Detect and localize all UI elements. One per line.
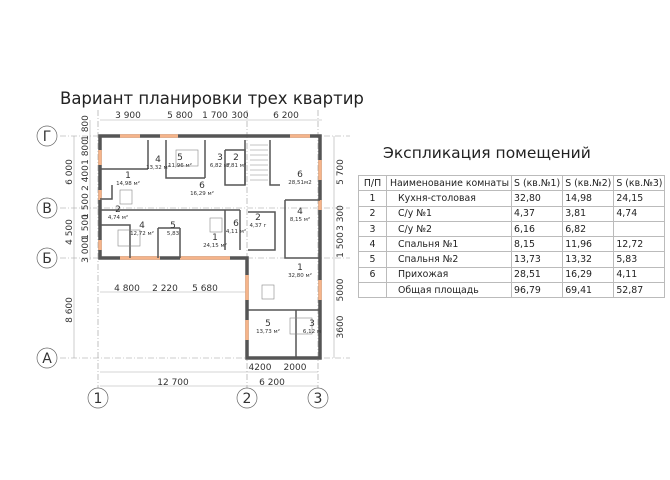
room-area: 28,51м2 xyxy=(288,180,311,186)
dimension-label: 5 680 xyxy=(192,284,218,294)
dimension-label: 4 800 xyxy=(114,284,140,294)
axis-bubble xyxy=(36,197,58,219)
room-area: 12,72 м² xyxy=(130,230,154,237)
dimension-label: 3 300 xyxy=(336,205,346,231)
room-number: 5 xyxy=(170,221,176,231)
dining-table xyxy=(261,284,275,300)
dining-table xyxy=(209,217,223,233)
room-area: 32,80 м² xyxy=(288,272,312,279)
room-area: 8,15 м² xyxy=(290,216,310,223)
room-number: 6 xyxy=(297,170,303,180)
dimension-label: 6 000 xyxy=(65,159,75,185)
dimension-label: 6 200 xyxy=(259,378,285,388)
dimension-label: 12 700 xyxy=(157,378,189,388)
room-area: 14,98 м² xyxy=(116,180,140,187)
room-number: 3 xyxy=(309,319,315,329)
dimension-label: 1 500 xyxy=(336,232,346,258)
axis-label: 1 xyxy=(94,391,103,407)
room-number: 2 xyxy=(115,205,121,215)
dimension-label: 3600 xyxy=(336,315,346,338)
room-number: 6 xyxy=(199,181,205,191)
room-area: 6,82 м² xyxy=(210,162,230,169)
dimension-label: 300 xyxy=(231,111,248,121)
room-area: 13,73 м² xyxy=(256,328,280,335)
dimension-label: 1 500 xyxy=(81,193,91,219)
room-area: 13,32 м² xyxy=(146,164,170,171)
axis-label: 3 xyxy=(314,391,323,407)
room-area: 6,12 м xyxy=(303,329,321,335)
bed xyxy=(175,149,199,167)
table-cell: 52,87 xyxy=(613,282,666,299)
dimension-label: 2 400 xyxy=(81,165,91,191)
room-number: 4 xyxy=(139,221,145,231)
room-area: 16,29 м² xyxy=(190,190,214,197)
room-number: 5 xyxy=(177,153,183,163)
room-area: 5,83 xyxy=(167,231,180,237)
room-area: 11,96 м² xyxy=(168,162,192,169)
explication-title: Экспликация помещений xyxy=(383,144,591,162)
room-number: 4 xyxy=(297,207,303,217)
dimension-label: 6 200 xyxy=(273,111,299,121)
plan-title: Вариант планировки трех квартир xyxy=(60,89,364,108)
room-number: 3 xyxy=(217,153,223,163)
dimension-label: 1 500 xyxy=(81,214,91,240)
room-area: 24,15 м² xyxy=(203,242,227,249)
room-number: 1 xyxy=(297,263,303,273)
bed xyxy=(289,317,313,335)
axis-label: А xyxy=(42,351,52,367)
axis-bubble xyxy=(87,387,109,409)
room-number: 4 xyxy=(155,155,161,165)
room-number: 2 xyxy=(233,153,239,163)
dimension-label: 1 800 xyxy=(81,115,91,141)
dimension-label: 5 700 xyxy=(336,159,346,185)
bed xyxy=(117,229,141,247)
walls xyxy=(98,134,322,360)
room-number: 5 xyxy=(265,319,271,329)
dining-table xyxy=(119,189,133,205)
dimension-label: 4200 xyxy=(249,363,272,373)
axis-bubble xyxy=(307,387,329,409)
dimension-label: 3 900 xyxy=(115,111,141,121)
axis-bubble xyxy=(36,125,58,147)
dimension-label: 5 800 xyxy=(167,111,193,121)
axis-label: Б xyxy=(42,251,52,267)
dimension-label: 1 800 xyxy=(81,139,91,165)
room-area: 4,74 м² xyxy=(108,214,128,221)
room-number: 1 xyxy=(212,233,218,243)
dimension-label: 2 220 xyxy=(152,284,178,294)
room-number: 6 xyxy=(233,219,239,229)
dimension-label: 8 600 xyxy=(65,297,75,323)
axis-label: Г xyxy=(43,129,52,145)
room-number: 2 xyxy=(255,213,261,223)
axis-bubble xyxy=(36,347,58,369)
axis-bubble xyxy=(36,247,58,269)
table-cell: 24,15 xyxy=(613,190,666,207)
room-number: 1 xyxy=(125,171,131,181)
dimension-label: 2000 xyxy=(284,363,307,373)
axis-bubble xyxy=(236,387,258,409)
room-area: 4,11 м² xyxy=(226,228,246,235)
dimension-label: 4 500 xyxy=(65,219,75,245)
axis-label: 2 xyxy=(243,391,252,407)
room-area: 3,81 м² xyxy=(226,162,246,169)
dimension-label: 1 700 xyxy=(202,111,228,121)
axis-label: В xyxy=(42,201,52,217)
dimension-label: 5000 xyxy=(336,278,346,301)
room-area: 4,37 г xyxy=(250,223,267,229)
dimension-label: 3 000 xyxy=(81,237,91,263)
